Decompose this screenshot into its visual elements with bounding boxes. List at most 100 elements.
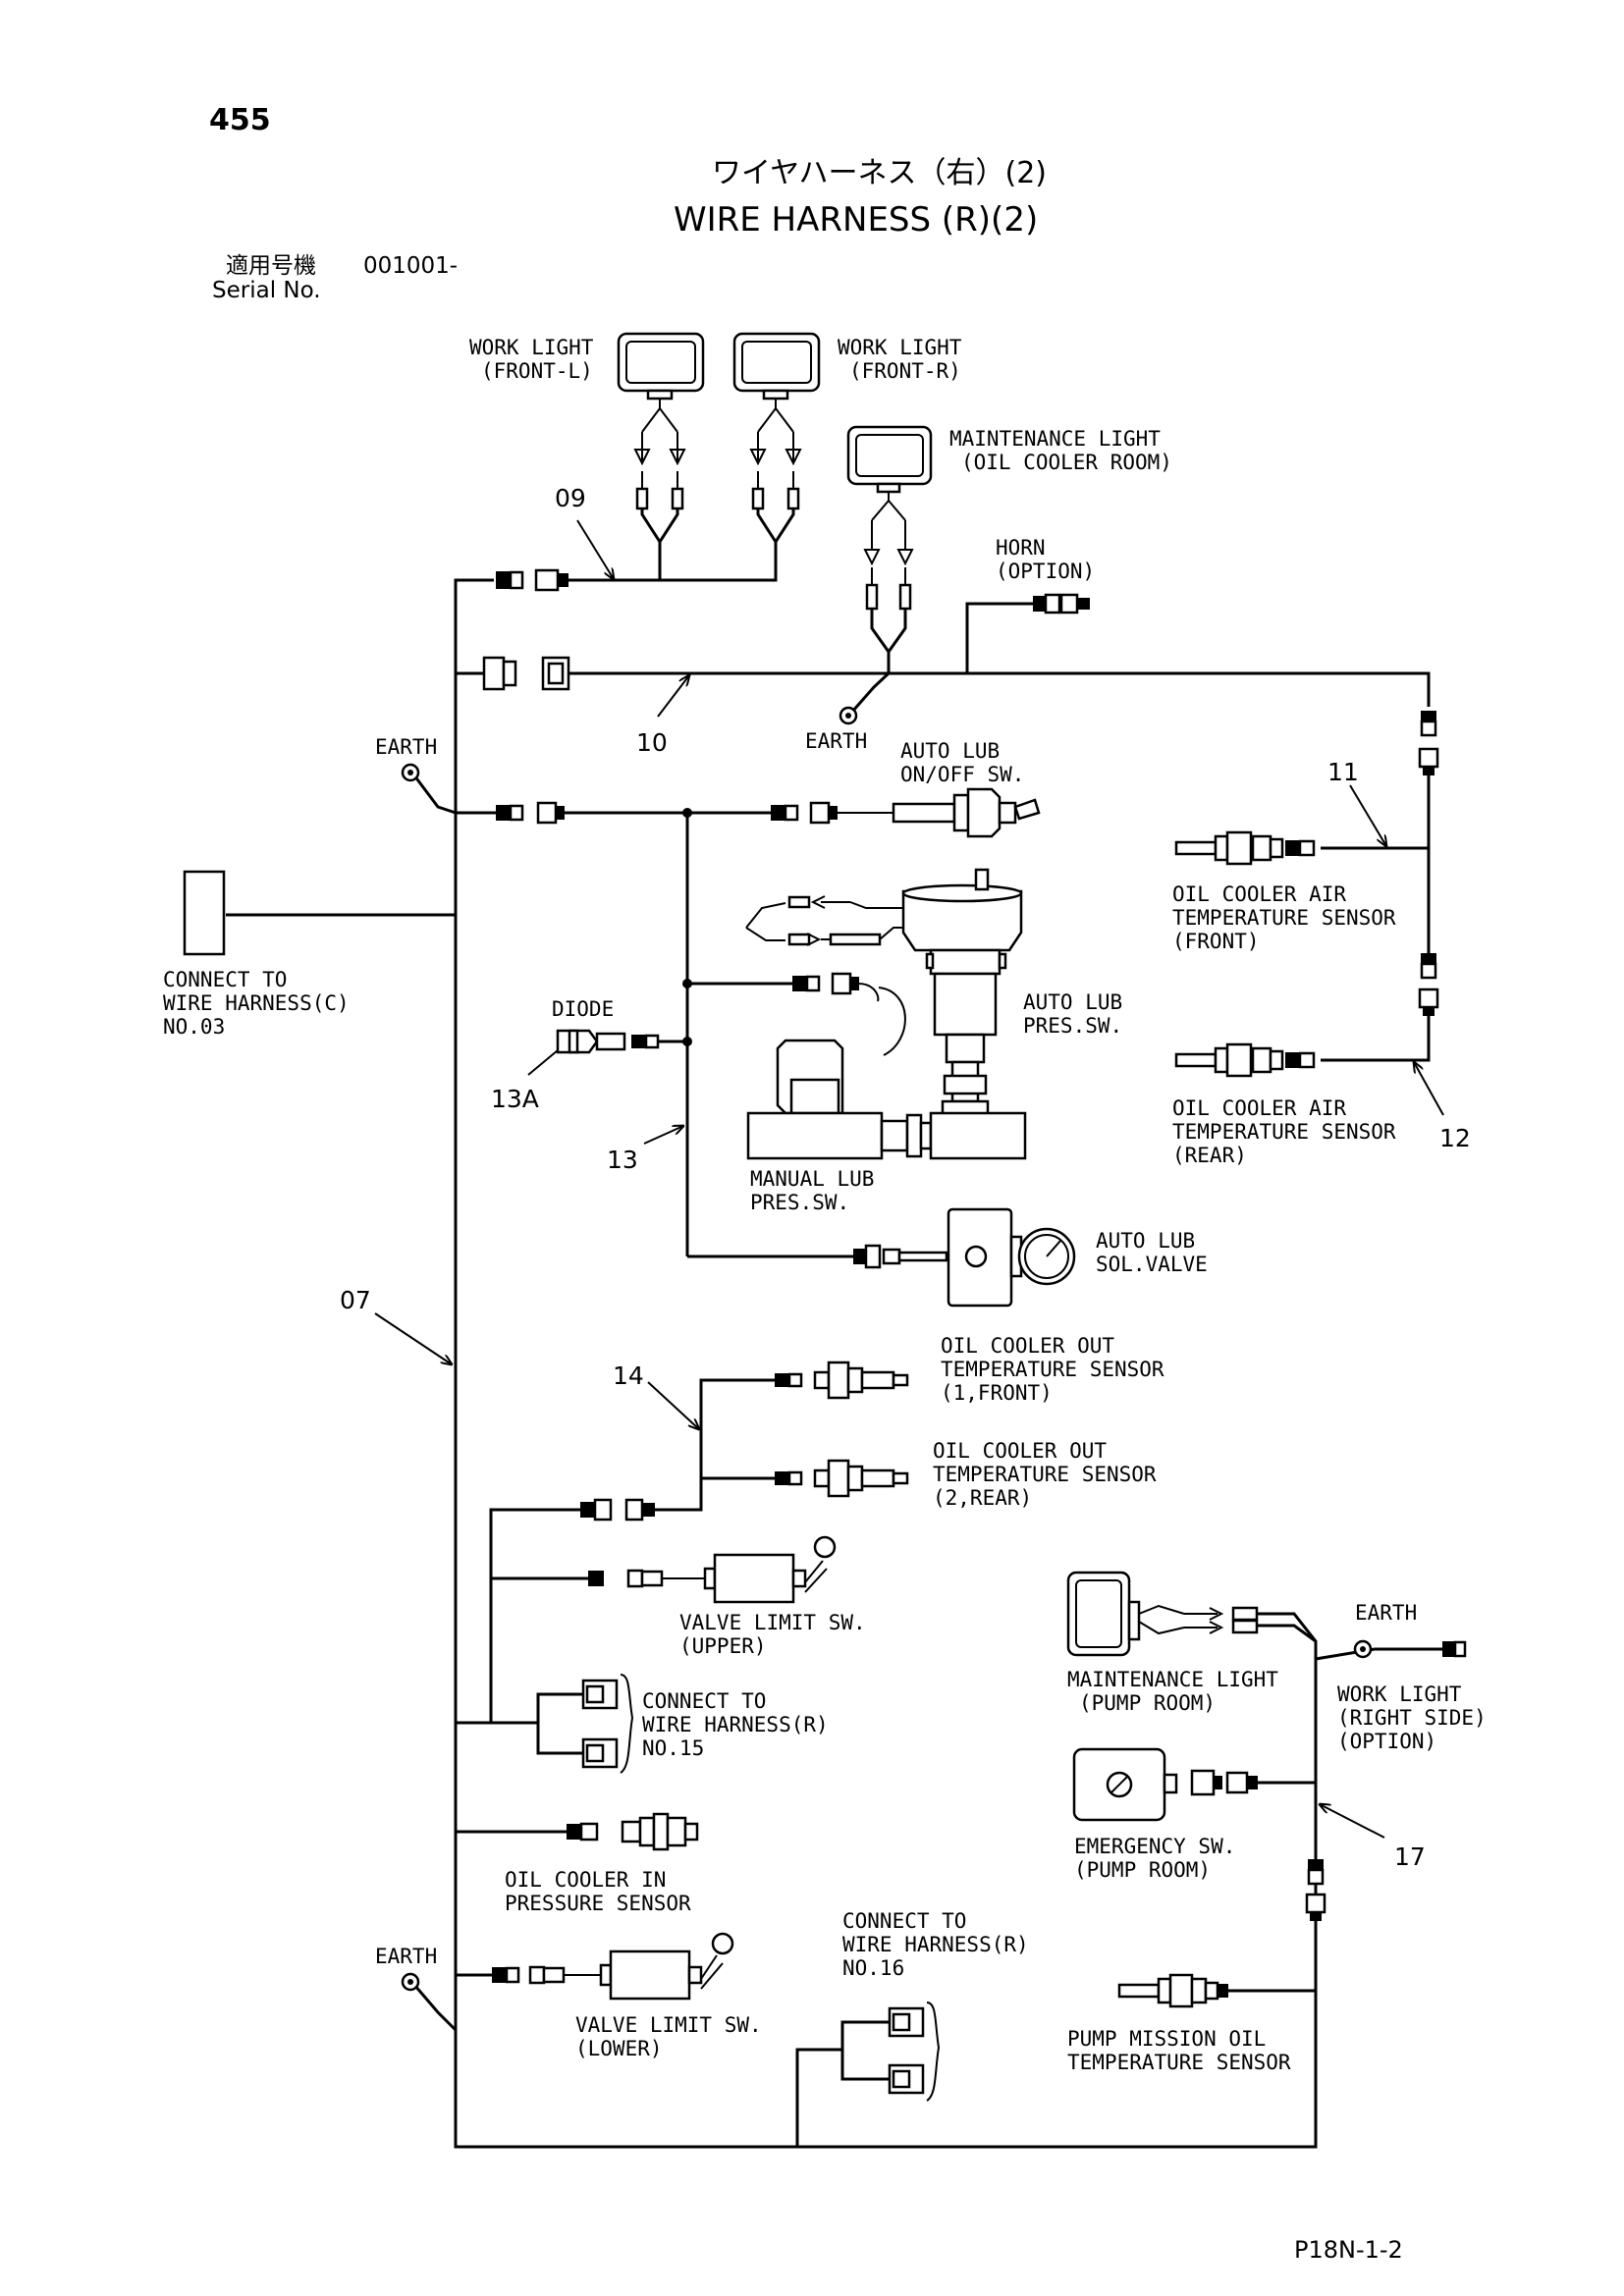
oil-out-1-label1: OIL COOLER OUT <box>941 1334 1114 1358</box>
earth-label-left-upper: EARTH <box>375 735 437 759</box>
pump-mission-label1: PUMP MISSION OIL <box>1067 2027 1266 2051</box>
oil-cooler-in-pressure-sensor <box>456 1812 699 1851</box>
junction-13-top <box>682 808 692 818</box>
maint-light-oil-label2: (OIL COOLER ROOM) <box>961 451 1172 474</box>
connect-r16-line3: NO.16 <box>842 1956 904 1980</box>
serial-jp-label: 適用号機 <box>226 253 316 279</box>
auto-lub-solenoid-valve <box>853 1207 1076 1308</box>
oil-out-2-label3: (2,REAR) <box>933 1486 1032 1510</box>
work-light-front-l-label1: WORK LIGHT <box>469 336 594 359</box>
auto-lub-on-off-switch <box>892 787 1041 838</box>
serial-value: 001001- <box>363 253 458 279</box>
emergency-switch <box>1072 1747 1258 1822</box>
work-light-right-label3: (OPTION) <box>1337 1730 1436 1753</box>
callout-12: 12 <box>1439 1124 1471 1152</box>
horn-label1: HORN <box>996 536 1046 560</box>
oil-air-rear-label1: OIL COOLER AIR <box>1172 1096 1346 1120</box>
manual-lub-pressure-switch <box>746 1039 1027 1160</box>
pump-mission-label2: TEMPERATURE SENSOR <box>1067 2051 1291 2074</box>
work-light-front-l <box>617 332 705 400</box>
earth-left-lower <box>401 1972 458 2032</box>
emergency-sw-label1: EMERGENCY SW. <box>1074 1835 1235 1858</box>
callout-10-leader <box>657 675 689 718</box>
pump-mission-oil-temp-sensor <box>1117 1973 1228 2008</box>
harness-11-12 <box>1321 711 1439 1062</box>
connect-r15-line2: WIRE HARNESS(R) <box>642 1713 829 1736</box>
callout-13: 13 <box>607 1146 638 1174</box>
oil-air-front-label1: OIL COOLER AIR <box>1172 882 1346 906</box>
title-english: WIRE HARNESS (R)(2) <box>674 200 1038 240</box>
earth-label-left-lower: EARTH <box>375 1945 437 1968</box>
auto-lub-sol-label1: AUTO LUB <box>1096 1229 1195 1253</box>
work-light-front-r-label2: (FRONT-R) <box>849 359 961 383</box>
oil-cooler-out-sensor-1 <box>775 1361 909 1400</box>
oil-out-1-label2: TEMPERATURE SENSOR <box>941 1358 1164 1381</box>
work-light-front-l-label2: (FRONT-L) <box>481 359 593 383</box>
page-code: P18N-1-2 <box>1294 2236 1403 2264</box>
connect-r16-line2: WIRE HARNESS(R) <box>842 1933 1029 1956</box>
serial-en-label: Serial No. <box>212 278 321 303</box>
callout-11: 11 <box>1327 758 1359 786</box>
oil-out-2-label2: TEMPERATURE SENSOR <box>933 1463 1157 1486</box>
connector-harness-r15 <box>456 1674 634 1774</box>
maint-light-oil-label1: MAINTENANCE LIGHT <box>949 427 1161 451</box>
harness-09 <box>456 397 802 592</box>
valve-upper-label1: VALVE LIMIT SW. <box>679 1611 866 1634</box>
callout-10: 10 <box>636 728 668 757</box>
callout-13a-leader <box>527 1049 559 1076</box>
oil-air-rear-label2: TEMPERATURE SENSOR <box>1172 1120 1396 1144</box>
callout-17-leader <box>1320 1804 1385 1839</box>
manual-lub-label2: PRES.SW. <box>750 1191 849 1214</box>
connect-r16-line1: CONNECT TO <box>842 1909 966 1933</box>
work-light-right-label2: (RIGHT SIDE) <box>1337 1706 1487 1730</box>
earth-left-upper <box>401 763 457 815</box>
horn-label2: (OPTION) <box>996 560 1095 583</box>
harness-14 <box>456 1378 776 1725</box>
diode-label: DIODE <box>552 997 614 1021</box>
connect-r15-line1: CONNECT TO <box>642 1689 766 1713</box>
earth-label-10: EARTH <box>805 729 867 753</box>
callout-09-leader <box>576 519 614 579</box>
callout-11-leader <box>1349 784 1386 846</box>
earth-label-17: EARTH <box>1355 1601 1417 1625</box>
auto-lub-switch-label2: ON/OFF SW. <box>900 763 1024 786</box>
harness-17 <box>1138 1604 1467 2147</box>
valve-upper-label2: (UPPER) <box>679 1634 767 1658</box>
valve-lower-label2: (LOWER) <box>575 2037 663 2060</box>
earth-symbol-17 <box>1353 1639 1373 1659</box>
oil-in-pressure-label2: PRESSURE SENSOR <box>505 1892 691 1915</box>
maintenance-light-pump-room <box>1066 1571 1141 1657</box>
callout-17: 17 <box>1394 1842 1426 1871</box>
auto-lub-pres-label1: AUTO LUB <box>1023 990 1122 1014</box>
valve-limit-switch-lower <box>456 1932 734 2001</box>
auto-lub-sol-label2: SOL.VALVE <box>1096 1253 1208 1276</box>
maint-light-pump-label2: (PUMP ROOM) <box>1079 1691 1216 1715</box>
callout-09: 09 <box>555 484 586 512</box>
title-japanese: ワイヤハーネス（右）(2) <box>712 156 1047 190</box>
oil-air-front-label3: (FRONT) <box>1172 930 1260 953</box>
connect-c03-line2: WIRE HARNESS(C) <box>163 991 350 1015</box>
harness-13 <box>456 801 906 1258</box>
oil-in-pressure-label1: OIL COOLER IN <box>505 1868 666 1892</box>
work-light-front-r-label1: WORK LIGHT <box>838 336 962 359</box>
oil-air-front-label2: TEMPERATURE SENSOR <box>1172 906 1396 930</box>
oil-cooler-out-sensor-2 <box>775 1459 909 1498</box>
auto-lub-switch-label1: AUTO LUB <box>900 739 1000 763</box>
connector-harness-r16 <box>795 2002 941 2147</box>
work-light-right-label1: WORK LIGHT <box>1337 1682 1462 1706</box>
diode <box>556 1029 660 1054</box>
earth-symbol-10 <box>839 706 858 725</box>
oil-air-rear-label3: (REAR) <box>1172 1144 1247 1167</box>
callout-13a: 13A <box>491 1085 539 1113</box>
connect-c03-line1: CONNECT TO <box>163 968 287 991</box>
oil-out-2-label1: OIL COOLER OUT <box>933 1439 1107 1463</box>
page-number: 455 <box>209 103 271 137</box>
maint-light-pump-label1: MAINTENANCE LIGHT <box>1067 1668 1278 1691</box>
oil-cooler-air-sensor-rear <box>1174 1042 1316 1078</box>
callout-12-leader <box>1414 1062 1444 1116</box>
harness-10 <box>456 491 1431 713</box>
callout-07: 07 <box>340 1286 371 1314</box>
callout-14-leader <box>647 1381 699 1429</box>
valve-lower-label1: VALVE LIMIT SW. <box>575 2013 762 2037</box>
